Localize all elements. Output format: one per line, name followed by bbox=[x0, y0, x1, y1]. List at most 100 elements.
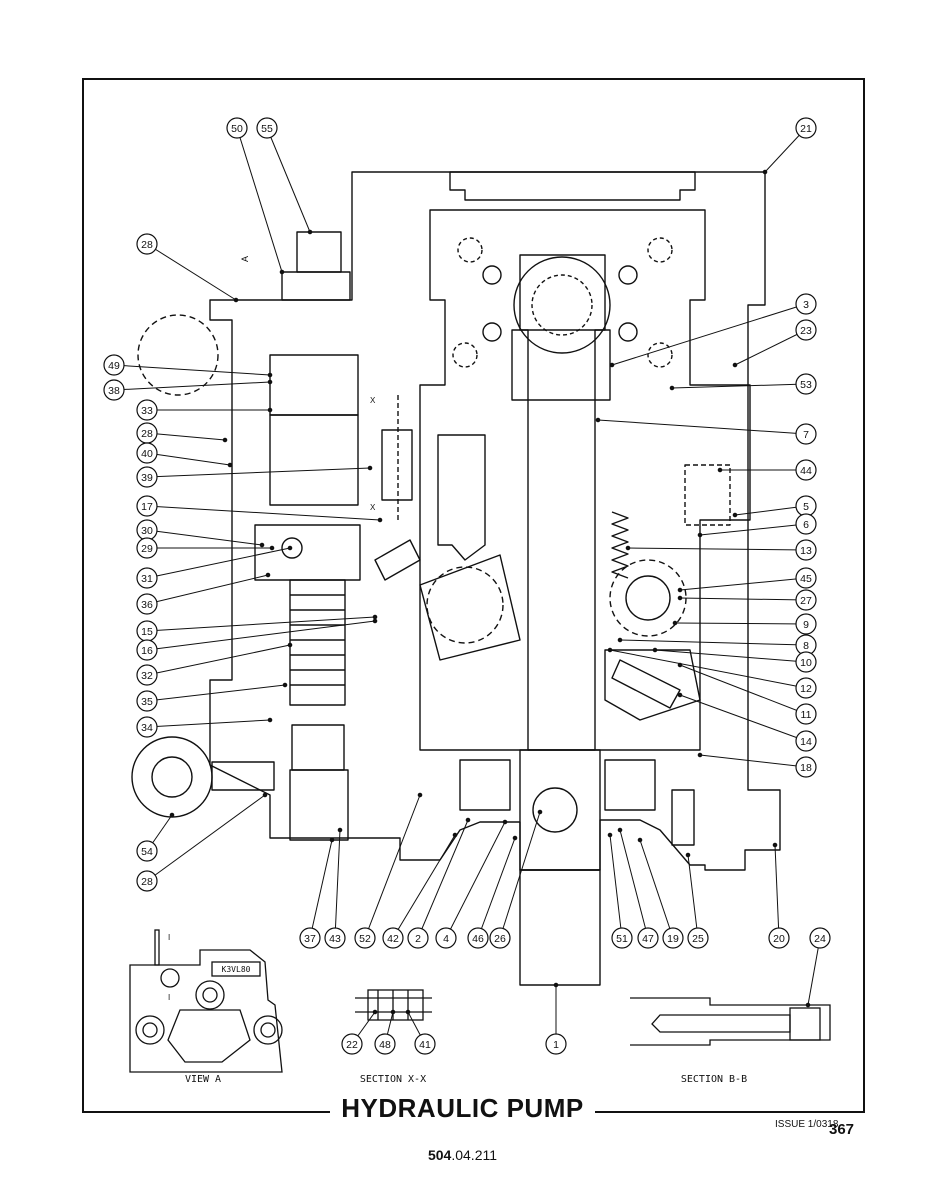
leader-line bbox=[146, 243, 237, 301]
leader-line bbox=[146, 432, 226, 441]
leader-line bbox=[146, 620, 376, 651]
callout-number: 24 bbox=[814, 933, 826, 945]
callout-number: 37 bbox=[304, 933, 316, 945]
callout-number: 29 bbox=[141, 543, 153, 555]
leader-line bbox=[654, 649, 807, 663]
spring bbox=[611, 511, 629, 579]
callout-number: 27 bbox=[800, 595, 812, 607]
callout-number: 52 bbox=[359, 933, 371, 945]
section-xx-detail bbox=[355, 989, 432, 1021]
leader-arrowhead bbox=[595, 417, 601, 423]
leader-arrowhead bbox=[287, 545, 293, 551]
callout-balloon-21: 21 bbox=[795, 117, 817, 139]
leader-line bbox=[679, 694, 807, 742]
section-mark-x-lower: X bbox=[370, 503, 376, 512]
callout-balloon-38: 38 bbox=[103, 379, 125, 401]
callout-circle bbox=[136, 690, 158, 712]
callout-number: 8 bbox=[803, 640, 809, 652]
leader-line bbox=[146, 616, 376, 632]
bolt-hole bbox=[618, 322, 638, 342]
lower-cradle bbox=[604, 649, 701, 721]
leader-arrowhead bbox=[732, 512, 738, 518]
callout-balloon-28: 28 bbox=[136, 233, 158, 255]
leader-arrowhead bbox=[372, 614, 378, 620]
shaft-nut bbox=[532, 787, 578, 833]
leader-arrowhead bbox=[222, 437, 228, 443]
leader-arrowhead bbox=[625, 545, 631, 551]
leader-arrowhead bbox=[617, 637, 623, 643]
compensator-lower bbox=[291, 724, 345, 771]
callout-circle bbox=[103, 379, 125, 401]
leader-arrowhead bbox=[279, 269, 285, 275]
leader-arrowhead bbox=[372, 618, 378, 624]
callout-circle bbox=[407, 927, 429, 949]
pin-left bbox=[374, 539, 421, 581]
callout-balloon-47: 47 bbox=[637, 927, 659, 949]
callout-balloon-23: 23 bbox=[795, 319, 817, 341]
callout-circle bbox=[545, 1033, 567, 1055]
callout-balloon-20: 20 bbox=[768, 927, 790, 949]
callout-balloon-30: 30 bbox=[136, 519, 158, 541]
top-port bbox=[513, 256, 611, 354]
leader-line bbox=[146, 644, 291, 676]
piston-ball-left bbox=[426, 566, 504, 644]
left-boss bbox=[137, 314, 219, 396]
callout-number: 23 bbox=[800, 325, 812, 337]
callout-number: 35 bbox=[141, 696, 153, 708]
leader-line bbox=[774, 844, 780, 939]
callout-circle bbox=[435, 927, 457, 949]
callout-number: 22 bbox=[346, 1039, 358, 1051]
callout-balloon-16: 16 bbox=[136, 639, 158, 661]
callout-number: 21 bbox=[800, 123, 812, 135]
section-x-fitting bbox=[381, 429, 413, 501]
callout-number: 53 bbox=[800, 379, 812, 391]
leader-arrowhead bbox=[537, 809, 543, 815]
callout-circle bbox=[136, 664, 158, 686]
drive-shaft bbox=[519, 254, 606, 751]
leader-line bbox=[499, 811, 541, 939]
section-xx-caption: SECTION X-X bbox=[360, 1074, 426, 1085]
callout-balloon-32: 32 bbox=[136, 664, 158, 686]
swash-left bbox=[419, 554, 521, 661]
callout-circle bbox=[768, 927, 790, 949]
callout-balloon-50: 50 bbox=[226, 117, 248, 139]
callout-number: 41 bbox=[419, 1039, 431, 1051]
leader-line bbox=[146, 794, 266, 882]
leader-arrowhead bbox=[267, 372, 273, 378]
callout-number: 5 bbox=[803, 501, 809, 513]
leader-arrowhead bbox=[553, 982, 559, 988]
pin-right bbox=[611, 659, 681, 709]
callout-balloon-9: 9 bbox=[795, 613, 817, 635]
housing-inner bbox=[419, 209, 751, 751]
bolt-hole bbox=[457, 237, 483, 263]
callout-balloon-53: 53 bbox=[795, 373, 817, 395]
section-mark-a: A bbox=[240, 256, 250, 262]
view-a-detail bbox=[129, 929, 283, 1073]
leader-line bbox=[146, 684, 286, 702]
callout-number: 12 bbox=[800, 683, 812, 695]
callout-circle bbox=[374, 1033, 396, 1055]
section-bb-caption: SECTION B-B bbox=[681, 1074, 747, 1085]
callout-circle bbox=[637, 927, 659, 949]
callout-number: 7 bbox=[803, 429, 809, 441]
callout-balloon-4: 4 bbox=[435, 927, 457, 949]
callout-balloon-22: 22 bbox=[341, 1033, 363, 1055]
leader-arrowhead bbox=[233, 297, 239, 303]
callout-circle bbox=[795, 756, 817, 778]
callout-number: 50 bbox=[231, 123, 243, 135]
callout-circle bbox=[795, 677, 817, 699]
bolt-hole bbox=[452, 342, 478, 368]
callout-number: 28 bbox=[141, 428, 153, 440]
callout-balloon-52: 52 bbox=[354, 927, 376, 949]
leader-arrowhead bbox=[265, 572, 271, 578]
reference-rest: .04.211 bbox=[451, 1147, 498, 1163]
leader-line bbox=[609, 649, 807, 689]
callout-circle bbox=[299, 927, 321, 949]
callout-circle bbox=[136, 639, 158, 661]
callout-circle bbox=[795, 513, 817, 535]
callout-number: 36 bbox=[141, 599, 153, 611]
callout-number: 47 bbox=[642, 933, 654, 945]
leader-arrowhead bbox=[805, 1002, 811, 1008]
callout-number: 6 bbox=[803, 519, 809, 531]
